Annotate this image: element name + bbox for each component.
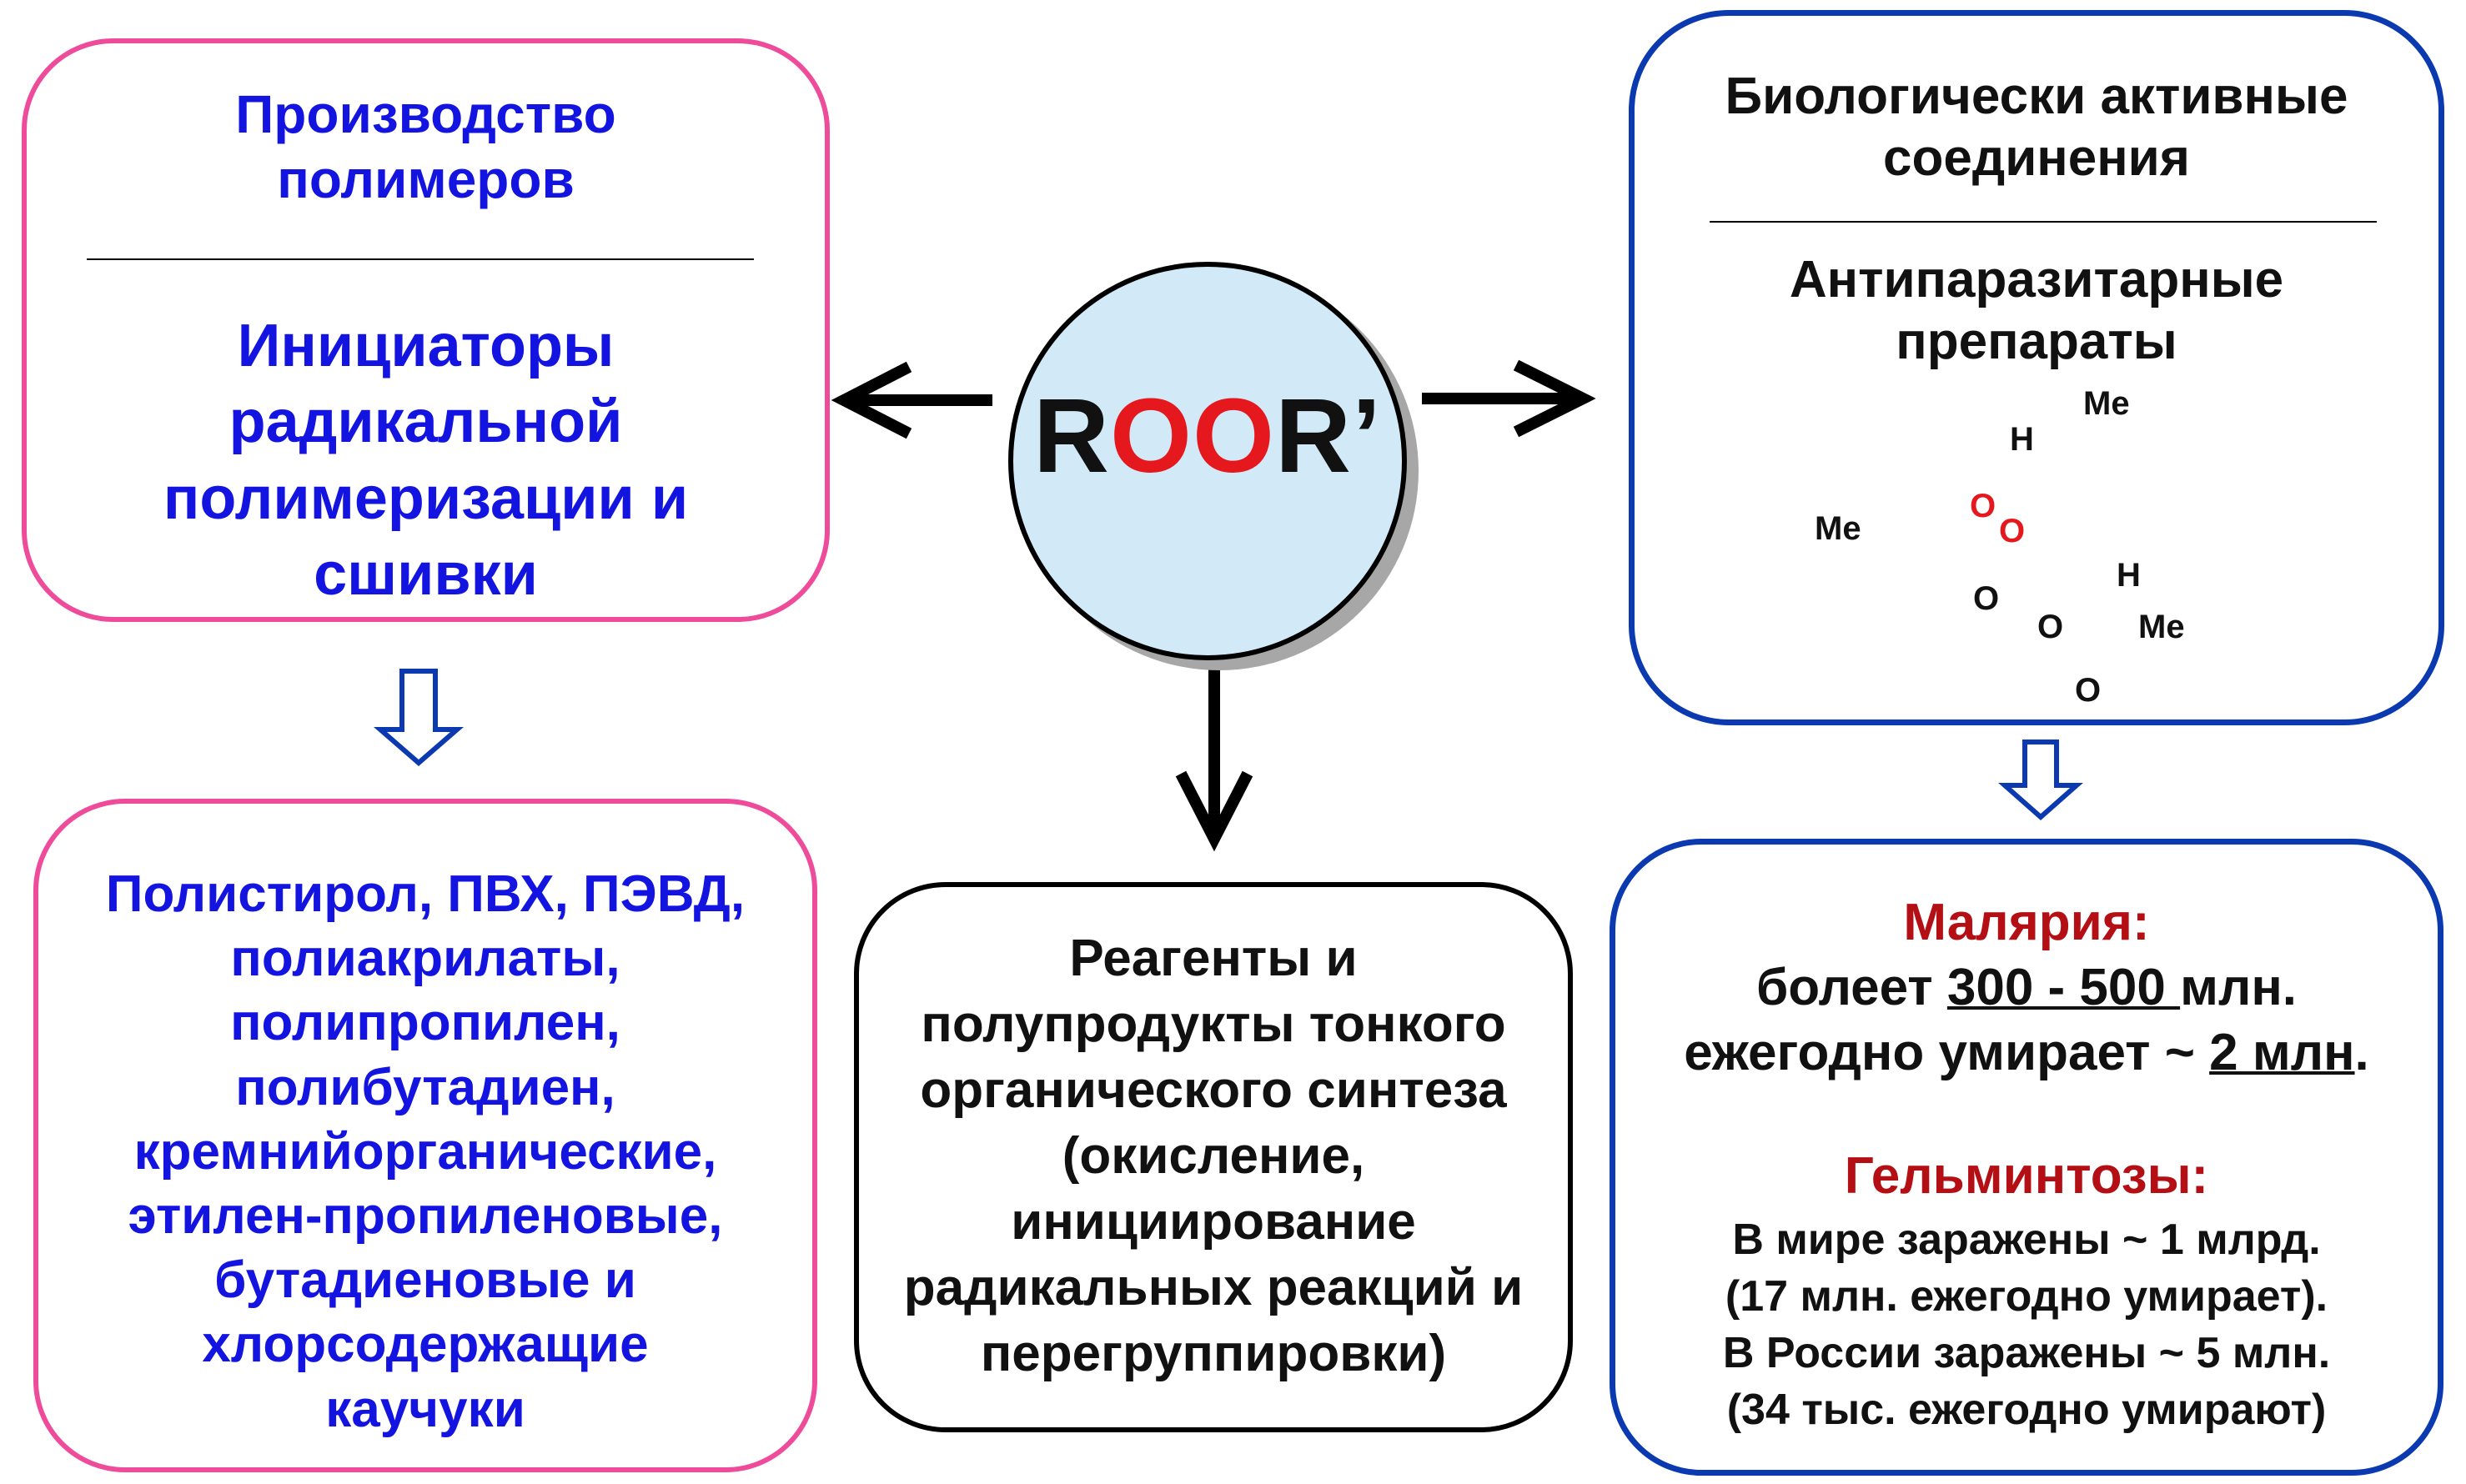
body-line: радикальной [229,389,623,456]
list-line: хлорсодержащие [202,1316,649,1374]
initiators-text: Инициаторы радикальной полимеризации и с… [27,308,825,614]
helminth-title: Гельминтозы: [1844,1147,2209,1205]
reagents-line: инициирование [1011,1193,1416,1251]
malaria-line-2: ежегодно умирает ~ 2 млн. [1615,1021,2438,1085]
atom-o-carbonyl: O [2075,672,2102,709]
bioactive-title: Биологически активные соединения [1635,66,2438,190]
malaria-l2-underlined: 2 млн [2209,1024,2355,1081]
reagents-text: Реагенты и полупродукты тонкого органиче… [859,925,1568,1386]
list-line: кремнийорганические, [133,1122,717,1181]
list-line: бутадиеновые и [214,1251,636,1310]
antiparasitic-text: Антипаразитарные препараты [1635,249,2438,374]
polymer-production-box: Производство полимеров Инициаторы радика… [22,38,830,622]
malaria-line-1: болеет 300 - 500 млн. [1615,956,2438,1020]
body-line: препараты [1896,313,2177,371]
malaria-l1-pre: болеет [1755,959,1947,1016]
body-line: сшивки [314,541,538,609]
helminth-text: В мире заражены ~ 1 млрд. (17 млн. ежего… [1615,1211,2438,1438]
atom-o-peroxide-1: O [1970,488,1996,524]
atom-me-right: Me [2138,609,2185,645]
bioactive-box: Биологически активные соединения Антипар… [1629,10,2444,725]
malaria-l1-post: млн. [2180,959,2298,1016]
disease-box: Малярия: болеет 300 - 500 млн. ежегодно … [1610,839,2443,1476]
list-line: полиакрилаты, [230,930,620,988]
list-line: этилен-пропиленовые, [128,1186,723,1245]
divider [1710,221,2377,223]
reagents-line: (окисление, [1062,1127,1365,1186]
atom-me-left: Me [1815,510,1861,547]
reagents-line: органического синтеза [920,1061,1507,1120]
arrow-right [1422,359,1596,438]
reagents-line: Реагенты и [1069,930,1358,987]
arrow-left [831,361,992,439]
atom-o-peroxide-2: O [1999,513,2026,549]
divider [87,258,754,260]
list-line: полипропилен, [230,994,620,1052]
body-line: полимеризации и [163,464,689,532]
arrow-down [1175,659,1253,852]
roor-label: ROOR’ [1013,375,1402,496]
polymer-list-box: Полистирол, ПВХ, ПЭВД, полиакрилаты, пол… [33,799,817,1472]
atom-h-right: H [2117,557,2141,594]
title-line: полимеров [277,149,575,210]
list-line: Полистирол, ПВХ, ПЭВД, [105,865,746,923]
reagents-box: Реагенты и полупродукты тонкого органиче… [854,882,1573,1432]
title-line: Производство [235,84,616,144]
title-line: Биологически активные [1725,68,2348,125]
roor-o1: O [1109,377,1193,494]
atom-o-lactone: O [2037,609,2064,645]
polymer-list-text: Полистирол, ПВХ, ПЭВД, полиакрилаты, пол… [38,862,812,1441]
roor-o2: O [1193,377,1276,494]
atom-o-ring: O [1973,580,2000,617]
malaria-title: Малярия: [1903,894,2150,951]
reagents-line: радикальных реакций и [903,1259,1524,1317]
roor-circle: ROOR’ [1008,262,1407,660]
malaria-l1-underlined: 300 - 500 [1946,959,2181,1016]
hollow-arrow-left [373,669,465,766]
list-line: полибутадиен, [235,1058,615,1116]
roor-r2: R’ [1275,377,1383,494]
body-line: Инициаторы [237,313,615,379]
atom-me-top: Me [2083,385,2130,422]
hollow-arrow-right [1998,739,2083,821]
reagents-line: перегруппировки) [980,1325,1447,1383]
helminth-line: (34 тыс. ежегодно умирают) [1726,1386,2327,1435]
title-line: соединения [1883,129,2190,188]
atom-h-top: H [2010,421,2034,458]
helminth-line: В мире заражены ~ 1 млрд. [1732,1216,2321,1264]
malaria-l2-pre: ежегодно умирает ~ [1684,1024,2210,1081]
body-line: Антипаразитарные [1789,251,2284,308]
list-line: каучуки [325,1380,525,1438]
polymer-production-title: Производство полимеров [27,82,825,212]
reagents-line: полупродукты тонкого [921,995,1506,1054]
roor-r1: R [1032,377,1110,494]
helminth-line: (17 млн. ежегодно умирает). [1725,1272,2328,1321]
helminth-line: В России заражены ~ 5 млн. [1722,1329,2331,1378]
malaria-l2-post: . [2354,1024,2369,1081]
